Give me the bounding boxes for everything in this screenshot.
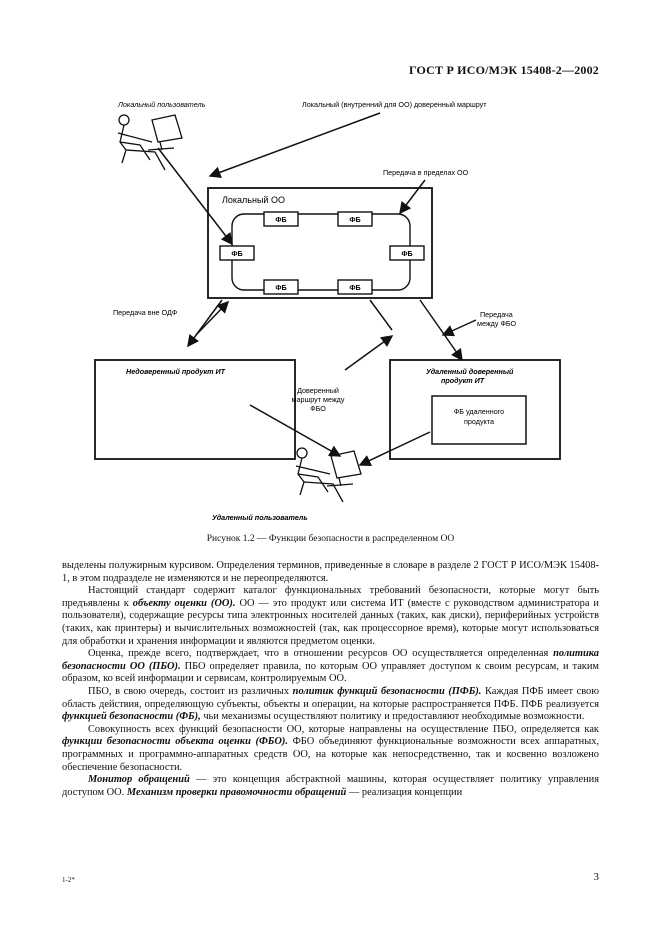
toe-remote-arrow xyxy=(369,299,393,331)
remote-user-arrow xyxy=(249,404,342,457)
transfer-outside-arrow xyxy=(195,300,230,336)
transfer-inside-arrow xyxy=(399,179,426,215)
remote-fb-box xyxy=(431,395,527,445)
paragraph: Оценка, прежде всего, подтверждает, что … xyxy=(62,648,599,685)
toe-ring xyxy=(231,213,411,291)
untrusted-product-label: Недоверенный продукт ИТ xyxy=(126,367,226,376)
trusted-route-label: ФБО xyxy=(310,404,326,413)
trusted-route-arrow xyxy=(344,335,394,371)
svg-text:ФБ: ФБ xyxy=(349,283,360,292)
remote-user-label: Удаленный пользователь xyxy=(212,513,308,522)
fb-box: ФБ xyxy=(337,211,373,227)
paragraph: Монитор обращений — это концепция абстра… xyxy=(62,774,599,798)
footer-signature: 1-2* xyxy=(62,876,75,884)
svg-text:ФБ: ФБ xyxy=(401,249,412,258)
page-number: 3 xyxy=(593,871,600,883)
fb-box: ФБ xyxy=(219,245,255,261)
body-text: выделены полужирным курсивом. Определени… xyxy=(62,560,599,799)
untrusted-product-box xyxy=(94,359,296,460)
figure-caption: Рисунок 1.2 — Функции безопасности в рас… xyxy=(206,534,455,544)
document-header: ГОСТ Р ИСО/МЭК 15408-2—2002 xyxy=(408,63,599,77)
local-path-arrow xyxy=(208,112,381,178)
local-path-label: Локальный (внутренний для ОО) доверенный… xyxy=(302,100,487,109)
svg-text:ФБ: ФБ xyxy=(231,249,242,258)
fb-box: ФБ xyxy=(263,211,299,227)
local-user-label: Локальный пользователь xyxy=(117,100,206,109)
transfer-outside-label: Передача вне ОДФ xyxy=(113,308,178,317)
local-toe-box xyxy=(207,187,433,299)
trusted-route-label: Доверенный xyxy=(297,386,339,395)
transfer-inside-label: Передача в пределах ОО xyxy=(383,168,469,177)
remote-user-icon xyxy=(295,447,362,503)
figure-diagram: Локальный пользователь Локальный (внутре… xyxy=(94,100,561,522)
remote-user-arrow xyxy=(358,431,431,466)
transfer-between-label: между ФБО xyxy=(477,319,517,328)
paragraph: Настоящий стандарт содержит каталог функ… xyxy=(62,585,599,647)
paragraph: выделены полужирным курсивом. Определени… xyxy=(62,560,599,584)
svg-text:ФБ: ФБ xyxy=(275,215,286,224)
local-toe-label: Локальный ОО xyxy=(222,195,285,205)
transfer-outside-arrow xyxy=(187,299,223,348)
fb-box: ФБ xyxy=(263,279,299,295)
toe-remote-arrow xyxy=(419,299,463,362)
remote-trusted-label: Удаленный доверенный xyxy=(426,367,514,376)
remote-trusted-box xyxy=(389,359,561,460)
remote-fb-label: продукта xyxy=(464,417,494,426)
remote-fb-label: ФБ удаленного xyxy=(454,407,504,416)
svg-text:ФБ: ФБ xyxy=(349,215,360,224)
remote-trusted-label: продукт ИТ xyxy=(441,376,485,385)
local-user-icon xyxy=(117,114,183,171)
fb-box: ФБ xyxy=(389,245,425,261)
transfer-between-arrow xyxy=(441,319,477,337)
transfer-between-label: Передача xyxy=(480,310,513,319)
paragraph: ПБО, в свою очередь, состоит из различны… xyxy=(62,685,600,723)
paragraph: Совокупность всех функций безопасности О… xyxy=(62,723,599,773)
svg-text:ФБ: ФБ xyxy=(275,283,286,292)
local-user-arrow xyxy=(157,147,233,246)
trusted-route-label: маршрут между xyxy=(292,395,345,404)
fb-box: ФБ xyxy=(337,279,373,295)
